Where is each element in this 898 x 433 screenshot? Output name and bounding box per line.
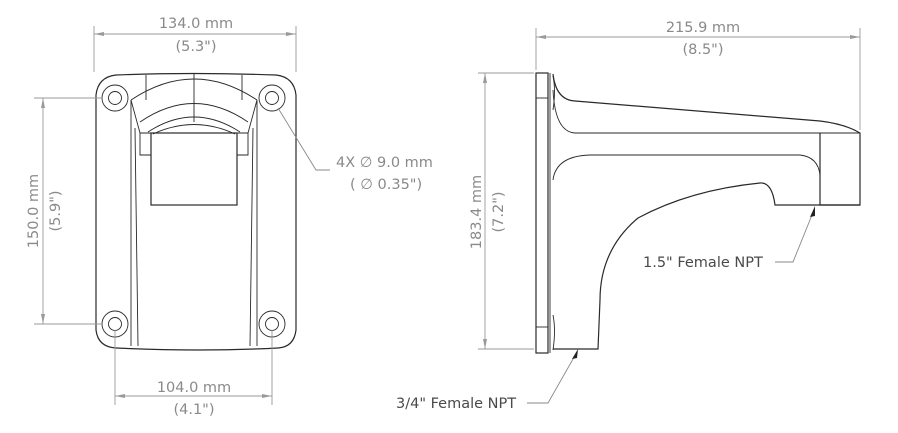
mount-hole-top-left [101, 84, 129, 112]
arm-top-edge [552, 73, 861, 206]
side-height-metric-label: 183.4 mm [469, 175, 485, 249]
width-imperial-label: (5.3") [175, 39, 216, 55]
hole-spacing-metric-label: 104.0 mm [157, 380, 231, 396]
wall-plate-profile [535, 72, 549, 354]
hole-callout-metric-label: 4X ∅ 9.0 mm [336, 155, 433, 171]
hole-spacing-imperial-label: (4.1") [173, 402, 214, 418]
depth-imperial-label: (8.5") [682, 42, 723, 58]
height-dimension-front: 150.0 mm (5.9") [26, 97, 102, 325]
hole-callout: 4X ∅ 9.0 mm ( ∅ 0.35") [277, 107, 433, 193]
width-metric-label: 134.0 mm [159, 16, 233, 32]
depth-metric-label: 215.9 mm [666, 20, 740, 36]
pendant-thread-callout: 1.5" Female NPT [643, 206, 815, 271]
front-view: 134.0 mm (5.3") 150.0 mm (5.9") 104.0 mm… [26, 16, 433, 418]
hole-spacing-dimension: 104.0 mm (4.1") [114, 330, 273, 418]
front-height-metric-label: 150.0 mm [26, 174, 42, 248]
side-view: 215.9 mm (8.5") 183.4 mm (7.2") 1.5" Fem… [396, 20, 861, 412]
depth-dimension: 215.9 mm (8.5") [535, 20, 861, 130]
cable-thread-label: 3/4" Female NPT [396, 396, 516, 412]
mount-plate-outline [95, 72, 297, 351]
camera-window [150, 132, 238, 206]
width-dimension: 134.0 mm (5.3") [93, 16, 297, 72]
front-height-imperial-label: (5.9") [48, 190, 64, 231]
arm-lower-edge [553, 182, 860, 350]
cable-thread-callout: 3/4" Female NPT [396, 349, 578, 412]
hole-callout-imperial-label: ( ∅ 0.35") [350, 177, 422, 193]
height-dimension-side: 183.4 mm (7.2") [469, 72, 534, 350]
mount-hole-top-right [258, 84, 286, 112]
side-height-imperial-label: (7.2") [491, 191, 507, 232]
pendant-thread-label: 1.5" Female NPT [643, 255, 763, 271]
